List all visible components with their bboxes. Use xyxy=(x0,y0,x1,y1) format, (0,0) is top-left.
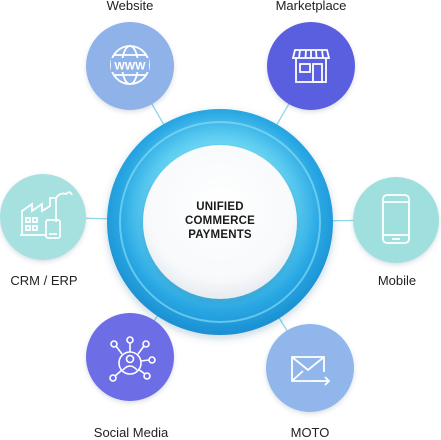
hub-line-2: COMMERCE xyxy=(185,215,255,227)
channel-crm-erp: CRM / ERP xyxy=(0,174,86,288)
factory-icon xyxy=(20,191,73,239)
channel-mobile: Mobile xyxy=(353,177,439,288)
social-media-circle xyxy=(86,313,174,401)
channel-marketplace: Marketplace xyxy=(267,0,355,110)
storefront-icon xyxy=(291,49,331,83)
social-network-icon xyxy=(109,336,156,382)
globe-www-icon: WWW xyxy=(110,45,150,85)
channel-social-media: Social Media xyxy=(86,313,174,440)
hub-line-3: PAYMENTS xyxy=(188,229,252,241)
mobile-label: Mobile xyxy=(378,273,416,288)
marketplace-label: Marketplace xyxy=(276,0,347,13)
mobile-circle xyxy=(353,177,439,263)
smartphone-icon xyxy=(382,194,410,244)
hub-line-1: UNIFIED xyxy=(196,201,243,213)
website-label: Website xyxy=(107,0,154,13)
channel-website: WWW Website xyxy=(86,0,174,110)
mail-forward-icon xyxy=(291,356,331,386)
hub-disc xyxy=(143,145,297,299)
crm-erp-circle xyxy=(0,174,86,260)
channel-moto: MOTO xyxy=(266,324,354,440)
moto-label: MOTO xyxy=(291,425,330,440)
hub: UNIFIED COMMERCE PAYMENTS xyxy=(107,109,333,335)
marketplace-circle xyxy=(267,22,355,110)
crm-erp-label: CRM / ERP xyxy=(10,273,77,288)
social-media-label: Social Media xyxy=(94,425,169,440)
hub-ring-highlight xyxy=(119,121,321,323)
svg-text:WWW: WWW xyxy=(114,61,146,73)
